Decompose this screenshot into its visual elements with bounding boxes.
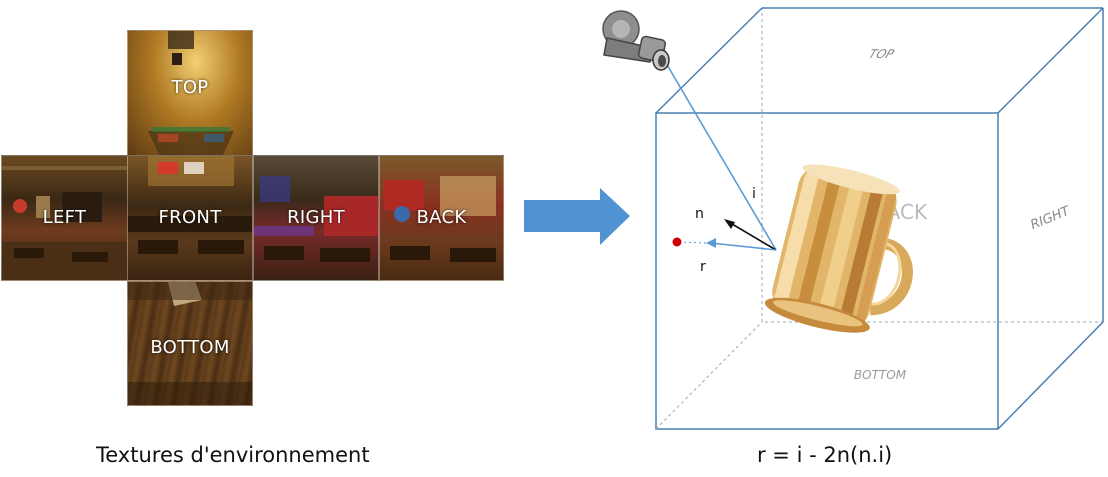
environment-cube: [655, 7, 1104, 430]
cube-edge-br: [997, 321, 1104, 430]
label-front: FRONT: [158, 207, 222, 228]
floor-detail: [128, 282, 252, 405]
cubemap-face-bottom: BOTTOM: [127, 281, 253, 406]
scene-label-top: TOP: [867, 46, 897, 61]
scene-label-right: RIGHT: [1029, 204, 1073, 234]
label-normal: n: [695, 206, 704, 222]
room-front-detail: [128, 156, 252, 254]
room-back-detail: [384, 176, 496, 262]
camera-icon: [602, 10, 670, 71]
reflection-formula: r = i - 2n(n.i): [757, 443, 893, 467]
reflected-ray: [710, 242, 777, 251]
label-reflected: r: [700, 259, 706, 275]
transition-arrow: [524, 188, 630, 245]
cubemap-face-back: BACK: [379, 155, 504, 281]
label-right: RIGHT: [287, 207, 345, 228]
reflection-hit-point: [672, 237, 682, 247]
scene-label-back: BACK: [873, 200, 928, 224]
incident-ray: [662, 57, 777, 251]
cube-front-face: [655, 112, 999, 430]
label-left: LEFT: [42, 207, 87, 228]
label-incident: i: [752, 186, 756, 202]
normal-arrowhead: [724, 219, 735, 229]
room-right-detail: [254, 176, 378, 262]
scene-label-bottom: BOTTOM: [854, 368, 907, 382]
label-top: TOP: [171, 77, 209, 98]
cubemap-face-left: LEFT: [1, 155, 128, 281]
cubemap-caption: Textures d'environnement: [96, 443, 370, 467]
beer-mug-icon: [764, 164, 913, 333]
cube-back-face: [761, 7, 1104, 323]
cube-edge-bl: [655, 321, 763, 430]
reflected-ray-extension: [677, 241, 707, 244]
cubemap-face-top: TOP: [127, 30, 253, 156]
label-bottom: BOTTOM: [150, 337, 230, 358]
ceiling-detail: [148, 31, 234, 155]
cube-edge-tl: [655, 7, 763, 114]
label-back: BACK: [416, 207, 467, 228]
normal-vector: [726, 220, 777, 251]
reflected-arrowhead: [706, 238, 716, 248]
cube-edge-tr: [997, 7, 1104, 114]
cubemap-face-right: RIGHT: [253, 155, 379, 281]
cubemap-face-front: FRONT: [127, 155, 253, 281]
room-left-detail: [2, 166, 127, 280]
